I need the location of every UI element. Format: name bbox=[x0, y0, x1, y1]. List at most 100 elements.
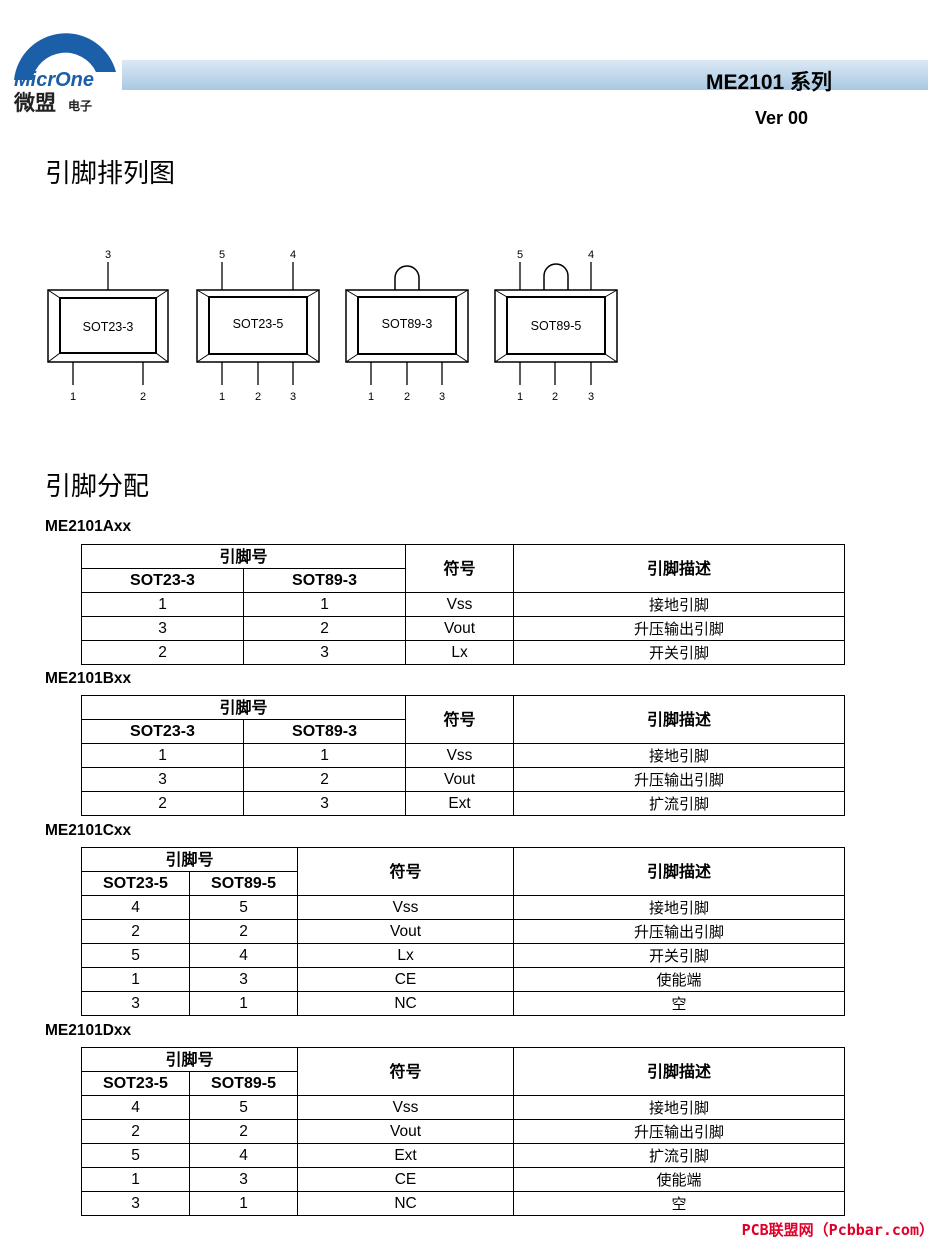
pin-symbol: Vss bbox=[297, 895, 515, 920]
pin-description: 空 bbox=[513, 991, 846, 1016]
pin-number: 3 bbox=[188, 1167, 299, 1192]
pkg2-header: SOT89-5 bbox=[188, 871, 299, 896]
table-row: 2 2 Vout 升压输出引脚 bbox=[81, 919, 846, 944]
pin-number: 5 bbox=[188, 895, 299, 920]
pin-number: 3 bbox=[81, 767, 244, 792]
pin-table-d: 引脚号 符号 引脚描述 SOT23-5 SOT89-5 4 5 Vss 接地引脚… bbox=[80, 1047, 846, 1216]
pin-symbol: Lx bbox=[297, 943, 515, 968]
pin-number: 1 bbox=[242, 592, 407, 617]
pin-number: 3 bbox=[81, 991, 190, 1016]
table-row: 3 1 NC 空 bbox=[81, 1191, 846, 1216]
pin-label: 4 bbox=[588, 249, 594, 261]
pinout-diagrams: 3 SOT23-3 1 2 5 4 SOT23-5 1 2 bbox=[40, 240, 640, 410]
pin-symbol: Ext bbox=[405, 791, 515, 816]
pin-description: 接地引脚 bbox=[513, 895, 846, 920]
assignment-heading: 引脚分配 bbox=[45, 472, 150, 502]
pkg1-header: SOT23-3 bbox=[81, 568, 244, 593]
pin-number: 2 bbox=[242, 616, 407, 641]
pin-symbol: Vss bbox=[405, 592, 515, 617]
logo-text: MicrOne bbox=[14, 69, 94, 91]
package-label: SOT89-3 bbox=[382, 317, 433, 331]
microne-logo: MicrOne 微盟 电子 bbox=[10, 20, 120, 116]
pin-table-c: 引脚号 符号 引脚描述 SOT23-5 SOT89-5 4 5 Vss 接地引脚… bbox=[80, 847, 846, 1016]
symbol-header: 符号 bbox=[405, 695, 515, 744]
pin-label: 3 bbox=[105, 249, 111, 261]
pin-description: 接地引脚 bbox=[513, 743, 846, 768]
watermark: PCB联盟网（Pcbbar.com） bbox=[741, 1221, 934, 1239]
pin-label: 2 bbox=[552, 391, 558, 403]
pin-number: 5 bbox=[81, 943, 190, 968]
pin-number: 4 bbox=[81, 895, 190, 920]
pkg2-header: SOT89-3 bbox=[242, 568, 407, 593]
pin-number: 1 bbox=[188, 991, 299, 1016]
pin-number: 3 bbox=[242, 791, 407, 816]
model-label-d: ME2101Dxx bbox=[45, 1022, 132, 1039]
desc-header: 引脚描述 bbox=[513, 1047, 846, 1096]
pkg2-header: SOT89-3 bbox=[242, 719, 407, 744]
pin-label: 2 bbox=[404, 391, 410, 403]
table-row: 3 1 NC 空 bbox=[81, 991, 846, 1016]
table-row: 1 3 CE 使能端 bbox=[81, 967, 846, 992]
table-row: 2 2 Vout 升压输出引脚 bbox=[81, 1119, 846, 1144]
pin-symbol: Vout bbox=[297, 919, 515, 944]
symbol-header: 符号 bbox=[297, 1047, 515, 1096]
pin-number: 2 bbox=[81, 640, 244, 665]
pin-label: 2 bbox=[140, 391, 146, 403]
desc-header: 引脚描述 bbox=[513, 695, 846, 744]
table-row: 3 2 Vout 升压输出引脚 bbox=[81, 616, 846, 641]
pinout-heading: 引脚排列图 bbox=[45, 159, 176, 189]
package-label: SOT89-5 bbox=[531, 319, 582, 333]
pin-number: 4 bbox=[188, 943, 299, 968]
package-label: SOT23-5 bbox=[233, 317, 284, 331]
pin-description: 接地引脚 bbox=[513, 592, 846, 617]
pin-symbol: Ext bbox=[297, 1143, 515, 1168]
pin-description: 升压输出引脚 bbox=[513, 1119, 846, 1144]
pin-description: 升压输出引脚 bbox=[513, 616, 846, 641]
pin-number: 4 bbox=[81, 1095, 190, 1120]
pin-table-a: 引脚号 符号 引脚描述 SOT23-3 SOT89-3 1 1 Vss 接地引脚… bbox=[80, 544, 846, 665]
pin-number: 3 bbox=[81, 1191, 190, 1216]
symbol-header: 符号 bbox=[297, 847, 515, 896]
symbol-header: 符号 bbox=[405, 544, 515, 593]
pin-number: 3 bbox=[81, 616, 244, 641]
pin-number: 2 bbox=[188, 919, 299, 944]
pin-label: 1 bbox=[219, 391, 225, 403]
table-row: 3 2 Vout 升压输出引脚 bbox=[81, 767, 846, 792]
package-label: SOT23-3 bbox=[83, 320, 134, 334]
logo-sub: 电子 bbox=[68, 98, 92, 113]
pkg1-header: SOT23-5 bbox=[81, 1071, 190, 1096]
pin-description: 使能端 bbox=[513, 967, 846, 992]
doc-title: ME2101 系列 bbox=[706, 71, 833, 94]
pin-symbol: CE bbox=[297, 967, 515, 992]
pkg1-header: SOT23-5 bbox=[81, 871, 190, 896]
pin-label: 1 bbox=[517, 391, 523, 403]
pin-description: 升压输出引脚 bbox=[513, 767, 846, 792]
pkg1-header: SOT23-3 bbox=[81, 719, 244, 744]
table-row: 1 1 Vss 接地引脚 bbox=[81, 743, 846, 768]
pin-symbol: Vout bbox=[405, 767, 515, 792]
pin-label: 3 bbox=[588, 391, 594, 403]
pin-description: 使能端 bbox=[513, 1167, 846, 1192]
pin-label: 1 bbox=[368, 391, 374, 403]
logo-arc bbox=[14, 33, 116, 80]
pin-description: 扩流引脚 bbox=[513, 791, 846, 816]
pin-label: 5 bbox=[219, 249, 225, 261]
pin-symbol: NC bbox=[297, 991, 515, 1016]
table-row: 1 1 Vss 接地引脚 bbox=[81, 592, 846, 617]
table-row: 4 5 Vss 接地引脚 bbox=[81, 1095, 846, 1120]
pin-number: 1 bbox=[81, 1167, 190, 1192]
package-sot89-5: 5 4 SOT89-5 1 2 3 bbox=[494, 249, 618, 403]
model-label-b: ME2101Bxx bbox=[45, 670, 132, 687]
desc-header: 引脚描述 bbox=[513, 544, 846, 593]
table-row: 1 3 CE 使能端 bbox=[81, 1167, 846, 1192]
table-row: 2 3 Lx 开关引脚 bbox=[81, 640, 846, 665]
pin-label: 3 bbox=[290, 391, 296, 403]
header-bar bbox=[122, 60, 928, 90]
pin-number: 1 bbox=[81, 967, 190, 992]
pin-number: 1 bbox=[242, 743, 407, 768]
pin-label: 3 bbox=[439, 391, 445, 403]
group-header: 引脚号 bbox=[80, 1047, 299, 1072]
pin-number: 3 bbox=[188, 967, 299, 992]
pin-symbol: Vout bbox=[297, 1119, 515, 1144]
table-row: 5 4 Lx 开关引脚 bbox=[81, 943, 846, 968]
